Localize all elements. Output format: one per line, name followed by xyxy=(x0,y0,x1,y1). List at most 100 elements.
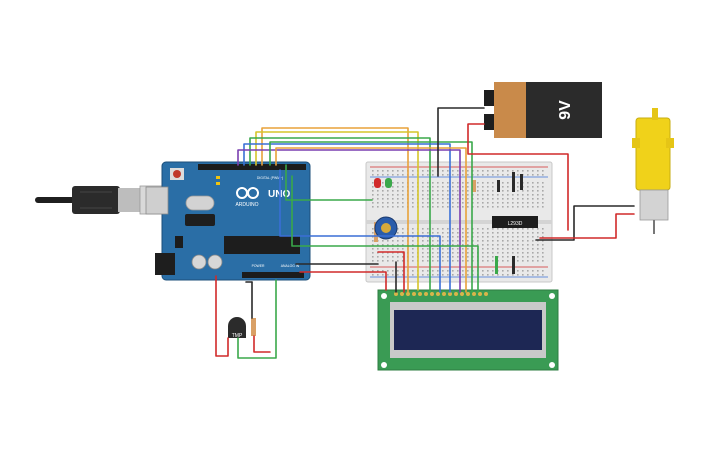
breadboard-hole xyxy=(492,256,494,258)
breadboard-hole xyxy=(432,240,434,242)
breadboard-hole xyxy=(542,232,544,234)
breadboard-hole xyxy=(492,202,494,204)
breadboard-hole xyxy=(527,174,529,176)
breadboard-hole xyxy=(542,240,544,242)
breadboard-hole xyxy=(412,252,414,254)
breadboard-hole xyxy=(452,228,454,230)
breadboard-hole xyxy=(387,270,389,272)
breadboard-hole xyxy=(422,244,424,246)
breadboard-hole xyxy=(392,248,394,250)
breadboard-hole xyxy=(437,182,439,184)
breadboard-hole xyxy=(517,202,519,204)
lcd-header-pin xyxy=(436,292,440,296)
breadboard-hole xyxy=(497,228,499,230)
breadboard-hole xyxy=(462,202,464,204)
breadboard-hole xyxy=(447,270,449,272)
breadboard-hole xyxy=(397,186,399,188)
breadboard-hole xyxy=(442,174,444,176)
breadboard-hole xyxy=(502,170,504,172)
breadboard-hole xyxy=(522,274,524,276)
breadboard-hole xyxy=(542,170,544,172)
breadboard-hole xyxy=(497,232,499,234)
breadboard-hole xyxy=(482,232,484,234)
breadboard-hole xyxy=(382,248,384,250)
breadboard-hole xyxy=(532,206,534,208)
breadboard-hole xyxy=(462,186,464,188)
breadboard-hole xyxy=(532,202,534,204)
breadboard-hole xyxy=(522,240,524,242)
breadboard-hole xyxy=(447,260,449,262)
breadboard-hole xyxy=(447,202,449,204)
breadboard-hole xyxy=(537,182,539,184)
breadboard-hole xyxy=(412,194,414,196)
arduino-logo-text: ARDUINO xyxy=(235,202,258,208)
breadboard-hole xyxy=(482,260,484,262)
breadboard-hole xyxy=(512,274,514,276)
breadboard-hole xyxy=(522,260,524,262)
breadboard-hole xyxy=(502,244,504,246)
breadboard-hole xyxy=(532,248,534,250)
breadboard-hole xyxy=(462,274,464,276)
breadboard-hole xyxy=(427,190,429,192)
breadboard-hole xyxy=(532,240,534,242)
breadboard-hole xyxy=(542,274,544,276)
breadboard-hole xyxy=(372,274,374,276)
breadboard-hole xyxy=(432,174,434,176)
breadboard-hole xyxy=(452,236,454,238)
breadboard-hole xyxy=(452,274,454,276)
breadboard-hole xyxy=(477,182,479,184)
arduino-uno-board: ARDUINO UNO DIGITAL (PWM~) POWER ANALOG … xyxy=(145,161,311,281)
breadboard-hole xyxy=(482,198,484,200)
breadboard-hole xyxy=(512,194,514,196)
breadboard-hole xyxy=(517,190,519,192)
breadboard-hole xyxy=(452,260,454,262)
breadboard-hole xyxy=(412,228,414,230)
breadboard-hole xyxy=(467,228,469,230)
breadboard-hole xyxy=(447,190,449,192)
breadboard-hole xyxy=(462,228,464,230)
breadboard-hole xyxy=(527,236,529,238)
breadboard-hole xyxy=(437,190,439,192)
breadboard-hole xyxy=(482,244,484,246)
breadboard-hole xyxy=(482,190,484,192)
breadboard-hole xyxy=(372,228,374,230)
breadboard-hole xyxy=(457,232,459,234)
breadboard-hole xyxy=(487,182,489,184)
breadboard-hole xyxy=(467,194,469,196)
breadboard-hole xyxy=(527,260,529,262)
breadboard-hole xyxy=(537,202,539,204)
breadboard-hole xyxy=(372,174,374,176)
breadboard-hole xyxy=(462,256,464,258)
breadboard-hole xyxy=(447,252,449,254)
breadboard-hole xyxy=(402,174,404,176)
breadboard-hole xyxy=(462,248,464,250)
breadboard-hole xyxy=(457,190,459,192)
breadboard-hole xyxy=(412,206,414,208)
breadboard-hole xyxy=(377,248,379,250)
breadboard-hole xyxy=(457,194,459,196)
breadboard-hole xyxy=(422,186,424,188)
breadboard-hole xyxy=(487,206,489,208)
breadboard-hole xyxy=(507,256,509,258)
breadboard-hole xyxy=(402,244,404,246)
breadboard-hole xyxy=(462,240,464,242)
breadboard-hole xyxy=(507,248,509,250)
breadboard-hole xyxy=(432,244,434,246)
breadboard-hole xyxy=(512,240,514,242)
breadboard-hole xyxy=(512,228,514,230)
breadboard-hole xyxy=(402,198,404,200)
breadboard-hole xyxy=(507,174,509,176)
breadboard-hole xyxy=(382,198,384,200)
breadboard-hole xyxy=(532,236,534,238)
breadboard-hole xyxy=(372,232,374,234)
breadboard-hole xyxy=(517,256,519,258)
breadboard-hole xyxy=(422,198,424,200)
breadboard-hole xyxy=(492,174,494,176)
breadboard-hole xyxy=(437,202,439,204)
breadboard-hole xyxy=(432,248,434,250)
breadboard-hole xyxy=(507,244,509,246)
breadboard-hole xyxy=(532,170,534,172)
breadboard-hole xyxy=(507,236,509,238)
breadboard-hole xyxy=(442,240,444,242)
breadboard-hole xyxy=(372,190,374,192)
